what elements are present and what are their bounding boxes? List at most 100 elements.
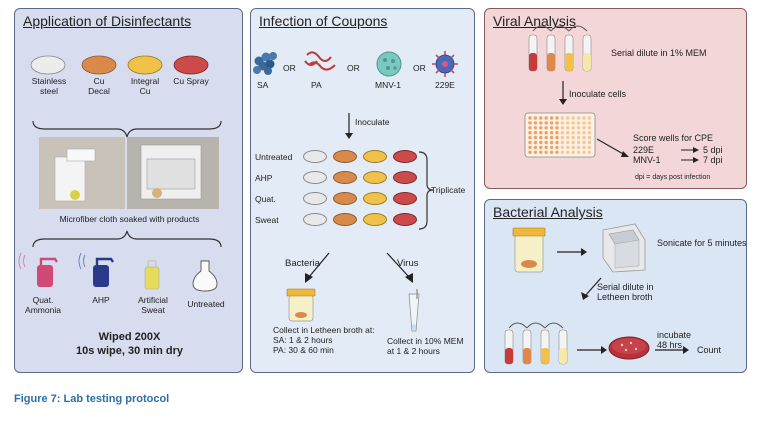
- product-label-ahp: AHP: [92, 295, 110, 305]
- coronavirus-icon: [432, 51, 458, 77]
- well: [533, 131, 538, 135]
- well: [560, 135, 565, 140]
- well: [582, 145, 586, 150]
- quat-ammonia-bottle-icon: [18, 252, 58, 287]
- bacteria-tube-icon: [286, 288, 316, 322]
- well: [587, 135, 592, 140]
- well: [560, 116, 565, 120]
- cloth-label: Microfiber cloth soaked with products: [59, 214, 200, 224]
- bacteria-label: Bacteria: [285, 258, 320, 269]
- mnv-dpi: 7 dpi: [703, 155, 723, 165]
- wiped-count: Wiped 200X: [98, 331, 161, 343]
- well: [582, 126, 586, 130]
- well: [544, 131, 548, 135]
- cu-spray-coupon: [173, 55, 209, 75]
- row-label: Sweat: [255, 215, 279, 225]
- well: [560, 145, 565, 150]
- bacterial-dilution-tubes-icon: [504, 322, 568, 365]
- disinfectants-panel: Application of Disinfectants: [14, 8, 243, 373]
- well: [571, 135, 575, 140]
- sa-bacteria-icon: [253, 52, 277, 75]
- well: [560, 150, 565, 154]
- well: [539, 121, 543, 125]
- well: [528, 150, 532, 154]
- well: [549, 126, 554, 130]
- bacteria-collect: Collect in Letheen broth at: SA: 1 & 2 h…: [273, 325, 375, 355]
- well: [582, 135, 586, 140]
- well: [555, 140, 559, 145]
- well: [555, 121, 559, 125]
- well: [549, 131, 554, 135]
- coupon: [333, 213, 357, 226]
- surface-label-spray: Cu Spray: [173, 76, 209, 86]
- surface-label-integral: Integral Cu: [130, 76, 160, 96]
- well: [571, 140, 575, 145]
- coupon: [363, 150, 387, 163]
- triplicate-brace: [418, 151, 434, 230]
- well: [560, 140, 565, 145]
- organism-229e: 229E: [435, 80, 455, 90]
- well: [544, 121, 548, 125]
- well: [544, 116, 548, 120]
- bottom-brace: [32, 230, 222, 248]
- well: [576, 150, 581, 154]
- well: [528, 135, 532, 140]
- well: [566, 121, 570, 125]
- inoculate-cells-label: Inoculate cells: [569, 89, 627, 99]
- surface-label-decal: Cu Decal: [88, 76, 110, 96]
- well: [544, 140, 548, 145]
- viral-title: Viral Analysis: [493, 13, 577, 29]
- well: [555, 145, 559, 150]
- incubate-label: incubate 48 hrs: [657, 330, 692, 350]
- bacterial-serial-label: Serial dilute in Letheen broth: [597, 282, 654, 302]
- well: [571, 131, 575, 135]
- well: [555, 126, 559, 130]
- well: [587, 121, 592, 125]
- virus-arrow: [386, 252, 410, 278]
- well: [539, 145, 543, 150]
- sonicator-icon: [602, 223, 646, 273]
- well: [544, 135, 548, 140]
- well: [544, 126, 548, 130]
- well: [539, 150, 543, 154]
- coupon: [303, 171, 327, 184]
- infection-graphics: [253, 51, 458, 332]
- well: [533, 116, 538, 120]
- well: [571, 145, 575, 150]
- well: [571, 126, 575, 130]
- well: [528, 121, 532, 125]
- well: [539, 140, 543, 145]
- well: [587, 116, 592, 120]
- coupon: [393, 171, 417, 184]
- e229-label: 229E: [633, 145, 655, 155]
- bacterial-graphics: [504, 223, 689, 365]
- pa-bacteria-icon: [304, 51, 336, 71]
- bacterial-title: Bacterial Analysis: [493, 204, 603, 220]
- well: [576, 116, 581, 120]
- well: [539, 135, 543, 140]
- well: [533, 121, 538, 125]
- virus-label: Virus: [397, 258, 419, 269]
- well: [549, 145, 554, 150]
- well: [576, 131, 581, 135]
- or-label-3: OR: [413, 63, 426, 73]
- artificial-sweat-bottle-icon: [144, 260, 160, 290]
- coupon: [393, 150, 417, 163]
- well: [533, 145, 538, 150]
- coupon: [333, 150, 357, 163]
- untreated-flask-icon: [192, 260, 218, 292]
- coupon: [303, 192, 327, 205]
- well: [528, 145, 532, 150]
- well: [528, 131, 532, 135]
- ahp-bottle-icon: [78, 252, 114, 287]
- well: [582, 150, 586, 154]
- product-label-quat: Quat. Ammonia: [25, 295, 61, 315]
- well: [560, 131, 565, 135]
- well: [544, 145, 548, 150]
- figure-caption: Figure 7: Lab testing protocol: [14, 393, 170, 405]
- well: [587, 131, 592, 135]
- viral-graphics: [524, 25, 699, 163]
- bacterial-panel: Bacterial Analysis: [484, 199, 747, 373]
- disinfectants-title: Application of Disinfectants: [23, 13, 192, 29]
- well: [560, 126, 565, 130]
